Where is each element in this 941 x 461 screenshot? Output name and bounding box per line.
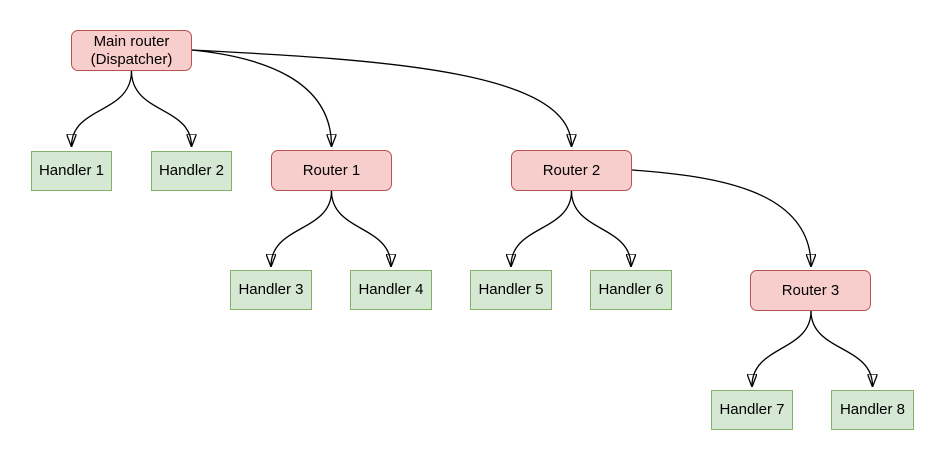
node-handler-8: Handler 8 [831,390,914,430]
node-handler-1: Handler 1 [31,151,112,191]
edge-router-2-to-router-3 [631,169,811,266]
node-handler-3: Handler 3 [230,270,312,310]
edge-router-3-to-handler-7 [752,310,812,386]
edge-main-router-to-handler-1 [72,70,133,146]
node-handler-5: Handler 5 [470,270,552,310]
edge-router-1-to-handler-3 [271,190,333,266]
node-main-router: Main router (Dispatcher) [71,30,192,71]
edge-main-router-to-router-2 [191,49,572,146]
edge-router-2-to-handler-6 [570,190,632,266]
node-handler-2: Handler 2 [151,151,232,191]
node-handler-4: Handler 4 [350,270,432,310]
node-handler-7: Handler 7 [711,390,793,430]
edge-main-router-to-router-1 [191,49,332,146]
edge-router-3-to-handler-8 [810,310,873,386]
node-router-1: Router 1 [271,150,392,191]
node-router-3: Router 3 [750,270,871,311]
node-router-2: Router 2 [511,150,632,191]
edge-router-1-to-handler-4 [330,190,392,266]
node-handler-6: Handler 6 [590,270,672,310]
edge-router-2-to-handler-5 [511,190,573,266]
edge-main-router-to-handler-2 [130,70,192,146]
